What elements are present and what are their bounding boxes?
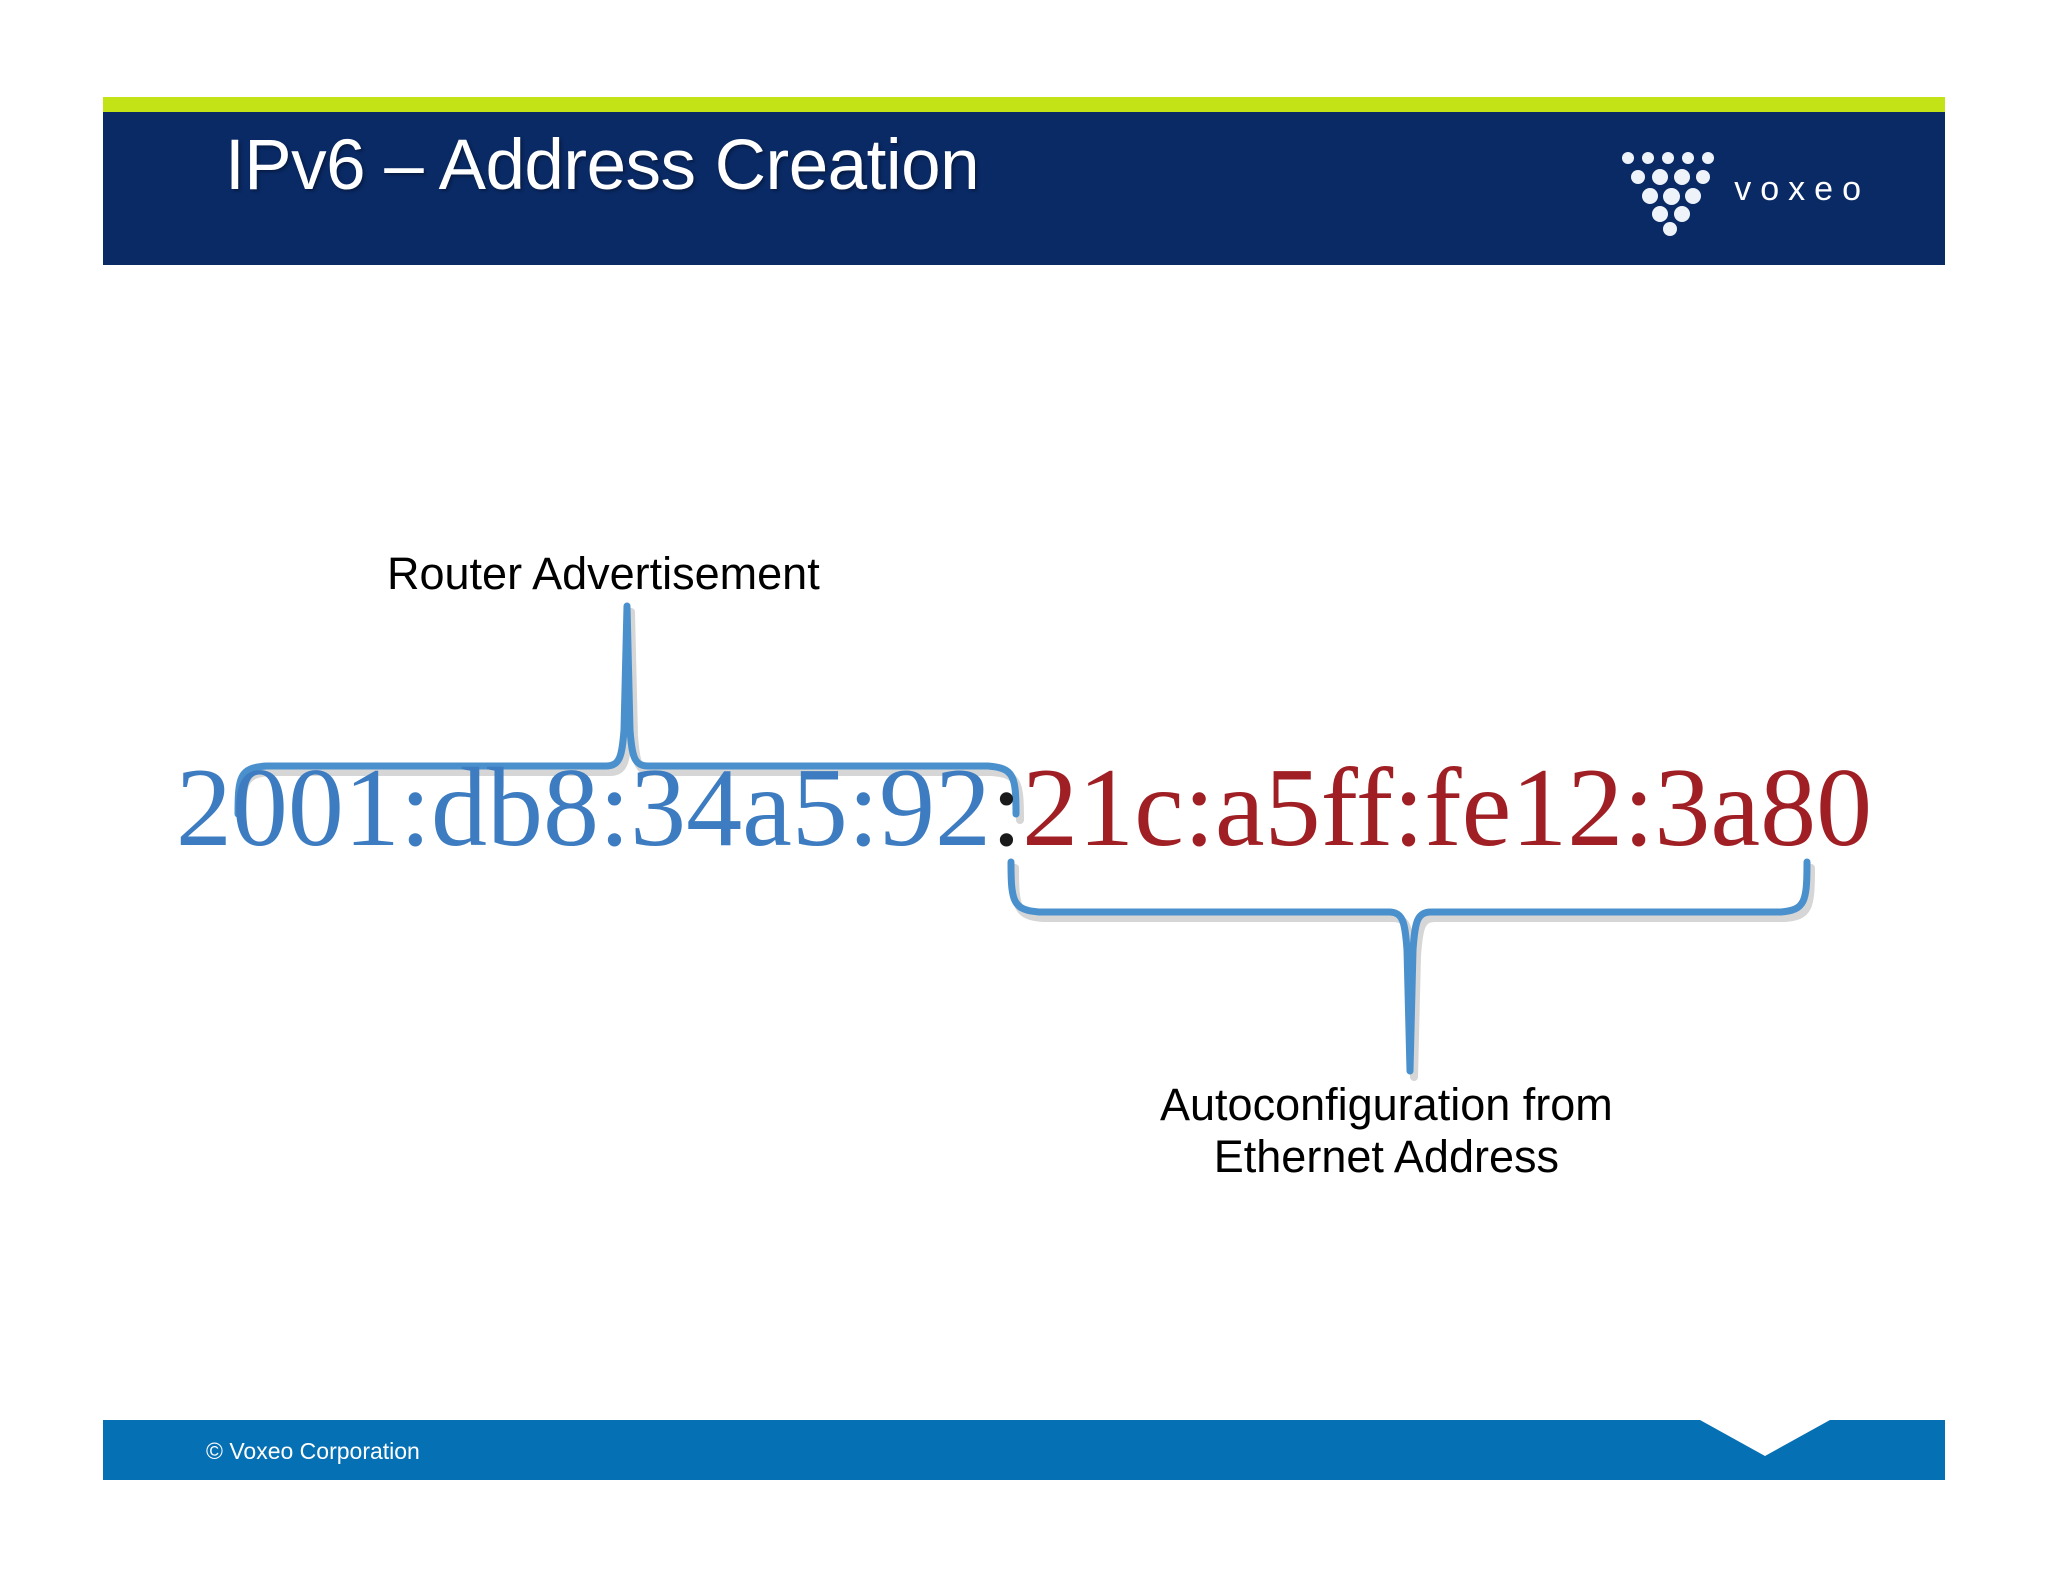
- footer-notch-icon: [1700, 1420, 1830, 1456]
- voxeo-triangle-dots-icon: [1620, 150, 1715, 236]
- voxeo-logo: voxeo: [1620, 150, 1870, 236]
- router-advertisement-label: Router Advertisement: [387, 548, 820, 599]
- autoconfiguration-label-line2: Ethernet Address: [1213, 1130, 1559, 1182]
- page-title: IPv6 – Address Creation: [225, 126, 980, 205]
- header-accent-stripe: [103, 97, 1945, 112]
- header-title-bar: IPv6 – Address Creation: [103, 112, 1945, 265]
- suffix-brace: [1007, 858, 1815, 1081]
- slide-header: IPv6 – Address Creation: [103, 97, 1945, 265]
- ipv6-address-separator: :: [990, 746, 1023, 870]
- prefix-brace: [234, 602, 1024, 824]
- ipv6-address: 2001:db8:34a5:92:21c:a5ff:fe12:3a80: [0, 752, 2048, 864]
- slide-footer: © Voxeo Corporation: [103, 1420, 1945, 1480]
- copyright-text: © Voxeo Corporation: [206, 1438, 420, 1464]
- voxeo-wordmark: voxeo: [1734, 169, 1870, 208]
- autoconfiguration-label-line1: Autoconfiguration from: [1160, 1079, 1613, 1130]
- autoconfiguration-label: Autoconfiguration from Ethernet Address: [1160, 1079, 1613, 1183]
- ipv6-address-prefix: 2001:db8:34a5:92: [175, 746, 991, 870]
- ipv6-address-suffix: 21c:a5ff:fe12:3a80: [1022, 746, 1873, 870]
